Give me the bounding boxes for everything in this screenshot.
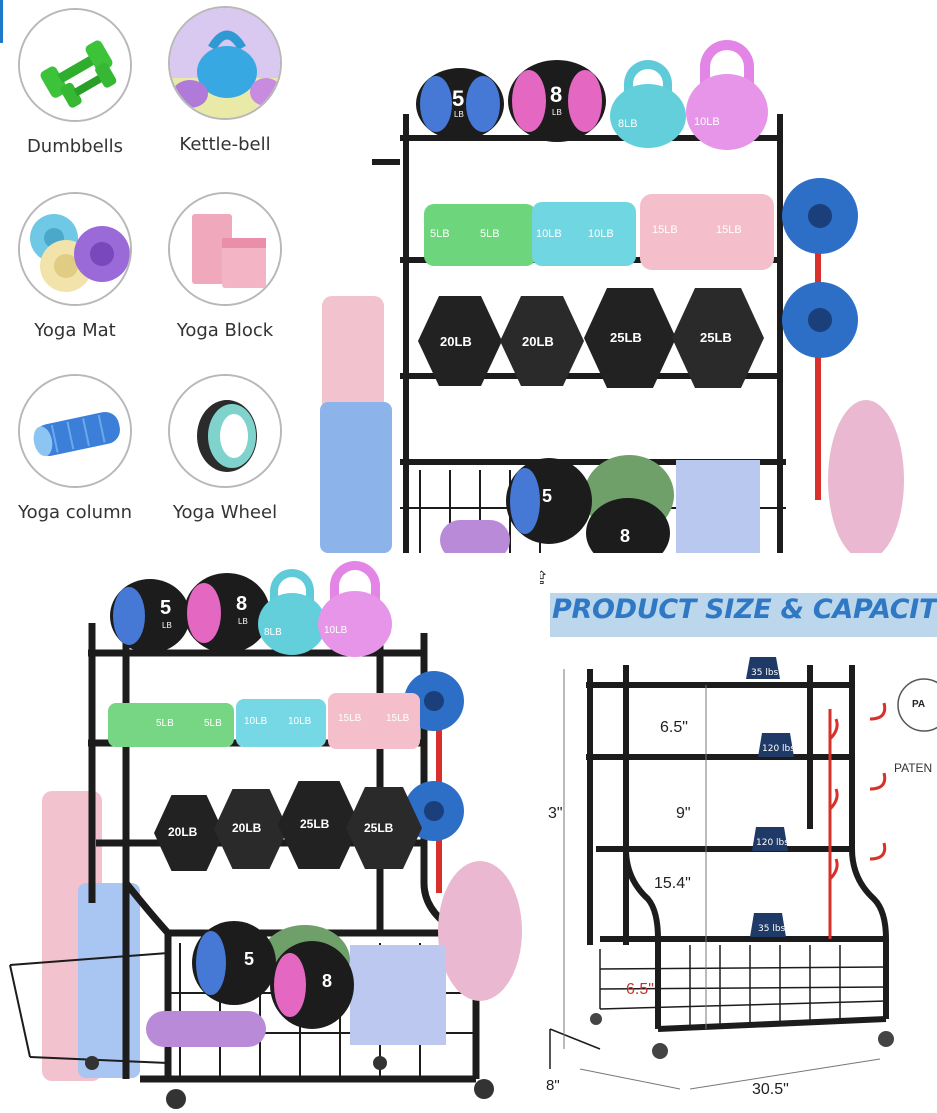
yoga-wheel (828, 400, 904, 553)
medicine-ball: 5 LB (110, 579, 190, 653)
yoga-block (676, 460, 760, 553)
yoga-column-icon (18, 374, 132, 488)
red-hooks (828, 702, 887, 939)
dimension-diagram (549, 657, 937, 1090)
caster-wheel (85, 1056, 99, 1070)
ball-weight: 8 (550, 82, 563, 107)
hex-dumbbell: 20LB (154, 795, 224, 871)
accent-stripe (0, 0, 3, 43)
medicine-ball: 5 (506, 458, 592, 544)
shelf-gap-middle: 9" (676, 805, 691, 822)
rack-photo-panel: 5 LB 8 LB 8LB 10LB 5LB 5LB 10LB 10LB 15L… (0, 553, 540, 1113)
category-yoga-column: Yoga column (10, 374, 140, 544)
ball-weight: 5 (160, 597, 172, 619)
medicine-ball: 8 LB (508, 60, 606, 142)
balance-pad (440, 520, 510, 553)
patent-seal-label: PA (912, 699, 926, 710)
yoga-wheel (438, 861, 522, 1001)
patent-seal (897, 678, 937, 732)
category-yoga-mat: Yoga Mat (10, 192, 140, 362)
category-label: Yoga column (17, 502, 133, 523)
medicine-ball: 8 (586, 498, 670, 553)
caster-wheel (166, 1089, 186, 1109)
shelf-gap-bottom: 15.4" (654, 875, 691, 892)
ball-weight: 8 (236, 593, 248, 615)
medicine-ball: 5 LB (416, 68, 504, 140)
category-label: Yoga Mat (34, 320, 116, 341)
yoga-column (320, 402, 392, 553)
dumbbell-pair: 15LB 15LB (640, 194, 774, 270)
category-kettlebell: Kettle-bell (160, 6, 290, 176)
size-capacity-panel: ⇪ PRODUCT SIZE & CAPACITY (540, 553, 937, 1113)
capacity-weight-icons (746, 657, 794, 937)
yoga-block-icon (168, 192, 282, 306)
yoga-mat-icon (18, 192, 132, 306)
patent-label: PATEN (894, 761, 933, 775)
basket-height-label: 6.5" (626, 981, 654, 998)
capacity-tag: 35 lbs (758, 924, 786, 934)
medicine-ball: 8 (270, 941, 354, 1029)
category-label: Kettle-bell (179, 134, 271, 155)
medicine-ball: 5 (192, 921, 276, 1005)
top-product-panel: Dumbbells Kettle-bell (0, 0, 937, 553)
medicine-ball: 8 LB (184, 573, 270, 653)
title-banner (550, 593, 937, 637)
dumbbell-pair: 5LB 5LB (108, 703, 234, 747)
hex-dumbbell: 20LB (500, 296, 584, 386)
ball-weight: 5 (452, 86, 465, 111)
category-label: Yoga Block (176, 320, 274, 341)
capacity-tag: 35 lbs (751, 668, 779, 678)
caster-wheel (373, 1056, 387, 1070)
capacity-tag: 120 lbs (756, 838, 789, 848)
dumbbell-pair: 10LB 10LB (236, 699, 326, 747)
share-icon[interactable]: ⇪ (540, 568, 550, 588)
shelf-gap-top: 6.5" (660, 719, 688, 736)
yoga-wheel-icon (168, 374, 282, 488)
caster-wheel (878, 1031, 894, 1047)
rack-illustration-bottom (9, 623, 522, 1109)
dumbbell-pair: 5LB 5LB (424, 204, 536, 266)
depth-label: 8" (546, 1077, 560, 1094)
dumbbell-pair: 10LB 10LB (532, 202, 636, 266)
yoga-block (350, 945, 446, 1045)
width-label: 30.5" (752, 1081, 789, 1098)
caster-wheel (590, 1013, 602, 1025)
category-yoga-wheel: Yoga Wheel (160, 374, 290, 544)
kettlebell: 10LB (686, 40, 768, 152)
rack-frame (586, 665, 889, 1032)
kettlebell: 10LB (318, 561, 392, 657)
dumbbell-pair: 15LB 15LB (328, 693, 420, 749)
kettlebell-icon (168, 6, 282, 120)
category-dumbbells: Dumbbells (10, 8, 140, 178)
category-label: Dumbbells (26, 136, 124, 157)
kettlebell: 8LB (258, 569, 326, 655)
category-label: Yoga Wheel (172, 502, 278, 523)
kettlebell: 8LB (610, 60, 686, 148)
capacity-tag: 120 lbs (762, 744, 795, 754)
hex-dumbbell: 20LB (418, 296, 502, 386)
caster-wheel (474, 1079, 494, 1099)
panel-title: PRODUCT SIZE & CAPACITY (552, 594, 937, 625)
dumbbell-icon (18, 8, 132, 122)
width-line (689, 1058, 881, 1090)
balance-pad (146, 1011, 266, 1047)
category-yoga-block: Yoga Block (160, 192, 290, 362)
side-height-label: 3" (548, 805, 563, 822)
caster-wheel (652, 1043, 668, 1059)
yoga-column (78, 883, 140, 1078)
